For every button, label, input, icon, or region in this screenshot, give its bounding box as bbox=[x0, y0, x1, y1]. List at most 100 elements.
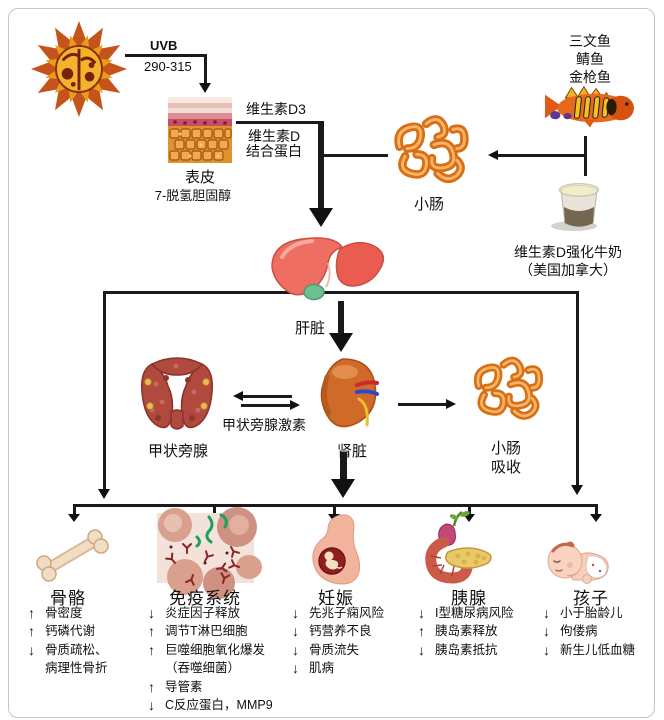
outcome-item: ↑钙磷代谢 bbox=[28, 622, 108, 640]
up-arrow-icon: ↑ bbox=[418, 623, 425, 640]
outcome-list-immune: ↓炎症因子释放↑调节T淋巴细胞↑巨噬细胞氧化爆发（吞噬细菌）↑导管素↓C反应蛋白… bbox=[148, 604, 273, 714]
uvb-arrowhead bbox=[199, 83, 211, 93]
kidney-to-intestine-line bbox=[398, 403, 446, 406]
outcome-item-text: 胰岛素抵抗 bbox=[435, 642, 498, 657]
down-arrow-icon: ↓ bbox=[292, 641, 299, 658]
epidermis-label: 表皮 bbox=[184, 169, 215, 186]
outcome-item-text: 小于胎龄儿 bbox=[560, 606, 623, 620]
food-to-intestine-arrowhead bbox=[488, 150, 498, 160]
small-intestine-label: 小肠 bbox=[413, 196, 444, 213]
bar-tick bbox=[468, 504, 471, 515]
sun-icon bbox=[31, 21, 127, 117]
down-arrow-icon: ↓ bbox=[292, 623, 299, 640]
bracket-left-arrowhead bbox=[98, 489, 110, 499]
food-to-intestine-line bbox=[497, 154, 585, 157]
outcome-item-text: 巨噬细胞氧化爆发 bbox=[165, 642, 266, 657]
pth-arrow-bottom-line bbox=[241, 404, 292, 407]
outcome-item-text: 先兆子痫风险 bbox=[309, 606, 385, 620]
outcome-item: ↑ 调节T淋巴细胞 bbox=[148, 622, 273, 640]
outcome-item-text: 病理性骨折 bbox=[45, 661, 108, 676]
outcome-item: ↑巨噬细胞氧化爆发 bbox=[148, 641, 273, 659]
d3-line bbox=[236, 121, 324, 124]
pth-arrow-bottom-head bbox=[290, 400, 300, 410]
outcome-list-pregnancy: ↓先兆子痫风险↓钙营养不良↓骨质流失↓肌病 bbox=[292, 604, 384, 678]
liver-label: 肝脏 bbox=[295, 320, 326, 337]
outcome-item: 病理性骨折 bbox=[28, 659, 108, 677]
outcome-item: ↓ 骨质疏松、 bbox=[28, 641, 108, 659]
outcome-title-children: 孩子 bbox=[573, 589, 609, 608]
outcome-list-pancreas: ↓I型糖尿病风险↑ 胰岛素释放 ↓ 胰岛素抵抗 bbox=[418, 604, 513, 659]
down-arrow-icon: ↓ bbox=[543, 605, 550, 621]
outcome-item: ↓I型糖尿病风险 bbox=[418, 604, 513, 622]
outcome-item: ↓ 骨质流失 bbox=[292, 641, 384, 659]
milk-glass-image bbox=[551, 183, 600, 231]
kidney-label: 肾脏 bbox=[336, 443, 367, 460]
to-liver-arrow-shaft bbox=[318, 121, 324, 209]
down-arrow-icon: ↓ bbox=[28, 641, 35, 658]
indent-spacer bbox=[28, 659, 45, 677]
down-arrow-icon: ↓ bbox=[418, 641, 425, 658]
outcome-item: ↓C反应蛋白，MMP9 bbox=[148, 696, 273, 714]
outcome-item-text: 骨质流失 bbox=[309, 642, 360, 657]
kidney-to-intestine-arrowhead bbox=[446, 399, 456, 409]
up-arrow-icon: ↑ bbox=[28, 605, 35, 621]
intestine-absorption-label-1: 小肠 bbox=[490, 440, 521, 457]
outcome-title-bone: 骨骼 bbox=[50, 589, 86, 608]
outcome-item-text: 胰岛素释放 bbox=[435, 624, 498, 639]
bracket-left-line bbox=[103, 291, 106, 490]
bar-tick bbox=[333, 504, 336, 515]
outcome-title-pancreas: 胰腺 bbox=[451, 589, 487, 608]
outcome-item: ↓ 肌病 bbox=[292, 659, 384, 677]
intestine-absorption-label-2: 吸收 bbox=[490, 459, 521, 476]
up-arrow-icon: ↑ bbox=[148, 623, 155, 640]
outcome-item-text: 新生儿低血糖 bbox=[560, 642, 636, 657]
milk-label-2: （美国加拿大） bbox=[519, 262, 617, 278]
outcome-item: ↑ 导管素 bbox=[148, 678, 273, 696]
liver-down-arrowhead bbox=[329, 333, 353, 352]
diagram-border bbox=[8, 8, 655, 718]
pregnant-torso-image bbox=[312, 514, 361, 585]
uvb-arrow-line bbox=[204, 54, 207, 84]
to-liver-arrowhead bbox=[309, 208, 333, 227]
outcome-item: （吞噬细菌） bbox=[148, 659, 273, 677]
binding-protein-label-2: 结合蛋白 bbox=[246, 143, 302, 159]
outcome-list-bone: ↑骨密度↑钙磷代谢↓骨质疏松、病理性骨折 bbox=[28, 604, 108, 678]
uvb-label: UVB bbox=[150, 38, 178, 53]
outcome-item: ↓钙营养不良 bbox=[292, 622, 384, 640]
outcome-list-children: ↓小于胎龄儿↓佝偻病↓新生儿低血糖 bbox=[543, 604, 635, 659]
intestine-image bbox=[394, 115, 469, 184]
down-arrow-icon: ↓ bbox=[543, 641, 550, 658]
down-arrow-icon: ↓ bbox=[292, 660, 299, 677]
skin-image bbox=[168, 97, 232, 163]
intestine-absorption-image bbox=[473, 356, 544, 420]
fish-source-label-1: 三文鱼 bbox=[569, 33, 611, 49]
pth-arrow-top-line bbox=[241, 395, 292, 398]
food-sources-line bbox=[584, 136, 587, 176]
fish-source-label-3: 金枪鱼 bbox=[569, 69, 611, 85]
outcome-item-text: 调节T淋巴细胞 bbox=[165, 624, 248, 639]
outcome-item-text: 骨质疏松、 bbox=[45, 642, 108, 657]
binding-protein-label-1: 维生素D bbox=[248, 128, 301, 144]
outcome-item: ↓先兆子痫风险 bbox=[292, 604, 384, 622]
bracket-right-line bbox=[576, 291, 579, 486]
kidney-down-arrowhead bbox=[331, 479, 355, 498]
outcome-item-text: 导管素 bbox=[165, 679, 203, 694]
distribution-bar bbox=[73, 504, 598, 507]
parathyroid-label: 甲状旁腺 bbox=[147, 443, 208, 460]
up-arrow-icon: ↑ bbox=[28, 623, 35, 640]
kidney-image bbox=[320, 358, 379, 428]
outcome-item-text: 肌病 bbox=[309, 661, 335, 676]
intestine-junction-line bbox=[324, 154, 388, 157]
uvb-range-label: 290-315 bbox=[144, 59, 192, 74]
liver-down-arrow-shaft bbox=[338, 301, 344, 334]
up-arrow-icon: ↑ bbox=[148, 678, 155, 695]
outcome-item: ↓炎症因子释放 bbox=[148, 604, 273, 622]
bar-tick-arrowhead bbox=[590, 514, 602, 522]
epidermis-sub-label: 7-脱氢胆固醇 bbox=[154, 188, 232, 203]
bar-tick bbox=[213, 504, 216, 515]
bar-tick bbox=[595, 504, 598, 515]
bar-tick bbox=[73, 504, 76, 515]
outcome-item: ↓ 胰岛素抵抗 bbox=[418, 641, 513, 659]
bar-tick-arrowhead bbox=[463, 514, 475, 522]
